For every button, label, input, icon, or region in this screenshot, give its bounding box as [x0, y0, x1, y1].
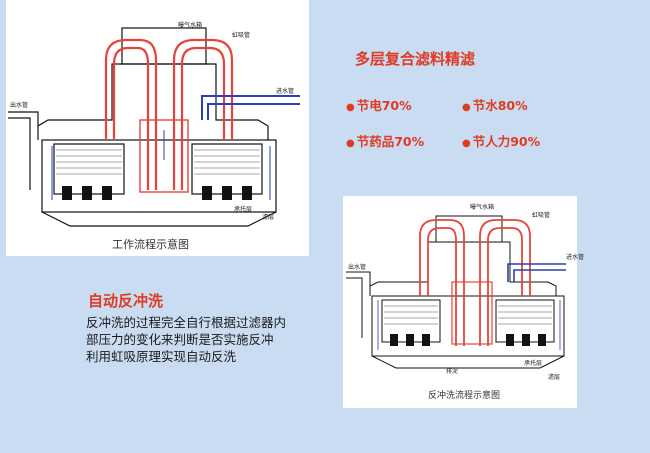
- flow-arrows-2: [377, 300, 561, 350]
- diagram-work-flow-panel: [6, 0, 309, 256]
- label-outlet-1: 出水管: [10, 102, 29, 109]
- headline-multilayer-filter: 多层复合滤料精滤: [355, 50, 476, 68]
- label-siphon-1: 虹吸管: [232, 32, 251, 39]
- backwash-title: 自动反冲洗: [88, 292, 164, 310]
- filter-tank-1: [8, 27, 277, 227]
- stat-chemical-saving: ●节药品70%: [346, 134, 425, 149]
- caption-backwash-flow: 反冲洗流程示意图: [428, 391, 501, 401]
- label-support-1: 承托层: [234, 206, 253, 213]
- bullet-icon: ●: [462, 102, 471, 113]
- label-exhaust-box-1: 曝气水箱: [178, 22, 203, 29]
- backwash-description: 反冲洗的过程完全自行根据过滤器内 部压力的变化来判断是否实施反冲 利用虹吸原理实…: [86, 314, 336, 365]
- label-drain-2: 排泥: [446, 368, 459, 375]
- label-siphon-2: 虹吸管: [532, 212, 551, 219]
- flow-arrows-1: [51, 130, 271, 200]
- label-inlet-1: 进水管: [276, 88, 295, 95]
- tank-body-1: [41, 139, 277, 213]
- backwash-line: 反冲洗的过程完全自行根据过滤器内: [86, 315, 287, 330]
- filter-tank-2: [346, 215, 565, 369]
- label-filter-1: 滤层: [262, 214, 275, 221]
- label-exhaust-box-2: 曝气水箱: [470, 204, 495, 211]
- bullet-icon: ●: [346, 138, 355, 149]
- stat-power-saving: ●节电70%: [346, 98, 412, 113]
- stat-labor-saving: ●节人力90%: [462, 134, 541, 149]
- siphon-pipes-2: [419, 219, 531, 346]
- bullet-icon: ●: [462, 138, 471, 149]
- siphon-pipes-1: [104, 38, 234, 193]
- caption-work-flow: 工作流程示意图: [112, 238, 189, 251]
- inlet-pipe-2: [507, 263, 566, 282]
- label-filter-2: 滤层: [548, 374, 561, 381]
- backwash-line: 部压力的变化来判断是否实施反冲: [86, 332, 274, 347]
- label-support-2: 承托层: [524, 360, 543, 367]
- backwash-line: 利用虹吸原理实现自动反洗: [86, 349, 237, 364]
- label-outlet-2: 出水管: [348, 264, 367, 271]
- inlet-pipe-1: [201, 95, 300, 120]
- label-inlet-2: 进水管: [566, 254, 585, 261]
- stat-water-saving: ●节水80%: [462, 98, 528, 113]
- tank-body-2: [371, 295, 565, 357]
- bullet-icon: ●: [346, 102, 355, 113]
